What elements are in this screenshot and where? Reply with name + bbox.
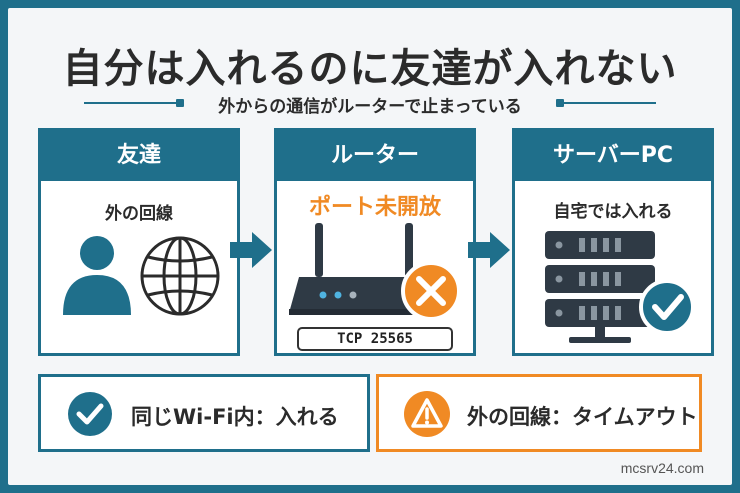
page-title: 自分は入れるのに友達が入れない	[62, 46, 678, 92]
person-icon	[63, 236, 131, 315]
router-illustration	[289, 223, 461, 321]
status-ok-box: 同じWi-Fi内：入れる	[38, 374, 370, 452]
status-ng-text: 外の回線：タイムアウト	[467, 405, 698, 429]
port-label: TCP 25565	[297, 327, 453, 351]
arrow-right-icon	[230, 232, 272, 268]
subtitle-line-right	[556, 102, 656, 104]
friend-card-header: 友達	[41, 131, 237, 181]
warning-icon	[404, 391, 450, 437]
server-card-label: 自宅では入れる	[553, 202, 673, 222]
arrow-right-icon	[468, 232, 510, 268]
globe-icon	[140, 236, 220, 316]
check-icon	[639, 279, 695, 335]
person-globe-illustration	[63, 236, 220, 316]
subtitle-row: 外からの通信がルーターで止まっている	[8, 92, 732, 117]
subtitle-dot-left	[176, 99, 184, 107]
friend-card: 友達 外の回線	[38, 128, 240, 356]
server-card-header: サーバーPC	[515, 131, 711, 181]
server-card: サーバーPC 自宅では入れる	[512, 128, 714, 356]
status-ok-text: 同じWi-Fi内：入れる	[131, 405, 339, 429]
diagram-frame: 自分は入れるのに友達が入れない 外からの通信がルーターで止まっている 友達 外の…	[8, 8, 732, 485]
router-alert-label: ポート未開放	[308, 195, 441, 220]
server-illustration	[545, 231, 695, 343]
friend-card-label: 外の回線	[105, 204, 173, 224]
site-credit: mcsrv24.com	[620, 460, 704, 476]
router-card: ルーター ポート未開放 TCP 25565	[274, 128, 476, 356]
subtitle-line-left	[84, 102, 184, 104]
error-x-icon	[401, 261, 461, 321]
status-ng-box: 外の回線：タイムアウト	[376, 374, 702, 452]
router-card-header: ルーター	[277, 131, 473, 181]
server-icon	[545, 231, 655, 343]
check-icon	[68, 392, 112, 436]
subtitle: 外からの通信がルーターで止まっている	[218, 97, 522, 117]
